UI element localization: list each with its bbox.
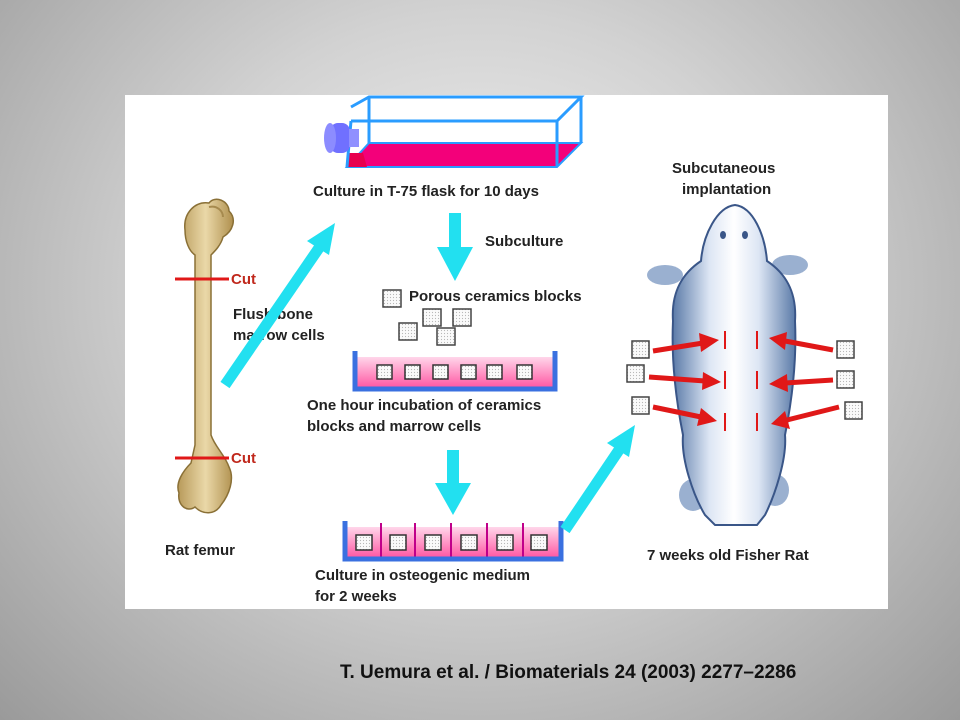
- implant-arrows-left: [648, 333, 721, 426]
- flush-to-flask-arrow: [220, 223, 335, 389]
- rat-femur-icon: [177, 198, 234, 514]
- flush-label-2: marrow cells: [233, 327, 325, 344]
- incubation-dish-icon: [352, 351, 558, 392]
- incubation-label-2: blocks and marrow cells: [307, 418, 481, 435]
- figure-panel: Culture in T-75 flask for 10 days Subcul…: [125, 95, 888, 609]
- subculture-label: Subculture: [485, 233, 563, 250]
- rat-label: 7 weeks old Fisher Rat: [647, 547, 809, 564]
- subcutaneous-label-1: Subcutaneous: [672, 160, 775, 177]
- experiment-diagram: Culture in T-75 flask for 10 days Subcul…: [165, 95, 863, 605]
- implant-blocks-right: [836, 340, 863, 420]
- flask-label: Culture in T-75 flask for 10 days: [313, 183, 539, 200]
- dish-to-rat-arrow: [560, 425, 635, 534]
- implant-arrows-right: [769, 332, 840, 429]
- porous-label: Porous ceramics blocks: [409, 288, 582, 305]
- osteogenic-dish-icon: [342, 521, 564, 562]
- osteogenic-label-1: Culture in osteogenic medium: [315, 567, 530, 584]
- fisher-rat-icon: [647, 203, 808, 526]
- t75-flask-icon: [324, 95, 585, 168]
- cut-label-top: Cut: [231, 271, 256, 288]
- subcutaneous-label-2: implantation: [682, 181, 771, 198]
- cut-label-bottom: Cut: [231, 450, 256, 467]
- ceramic-blocks-icon: [382, 289, 472, 346]
- citation: T. Uemura et al. / Biomaterials 24 (2003…: [340, 662, 797, 683]
- incubation-label-1: One hour incubation of ceramics: [307, 397, 541, 414]
- down-arrow: [435, 450, 471, 515]
- subculture-arrow: [437, 213, 473, 281]
- implant-blocks-left: [626, 340, 650, 415]
- femur-label: Rat femur: [165, 542, 235, 559]
- osteogenic-label-2: for 2 weeks: [315, 588, 397, 605]
